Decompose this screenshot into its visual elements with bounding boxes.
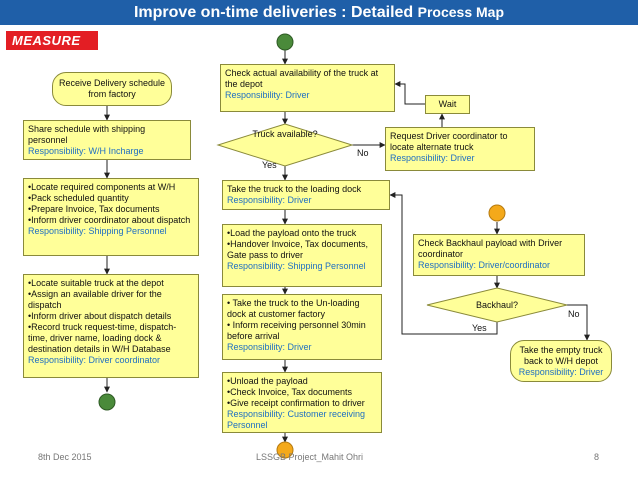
end-circle-left bbox=[98, 393, 116, 411]
share-schedule-text: Share schedule with shipping personnel bbox=[28, 124, 146, 145]
backhaul-label: Backhaul? bbox=[475, 300, 519, 310]
unloading-dock-item: • Inform receiving personnel 30min befor… bbox=[227, 320, 366, 341]
title-tail: Process Map bbox=[417, 4, 505, 20]
load-item: •Load the payload onto the truck bbox=[227, 228, 357, 238]
check-truck-text: Check actual availability of the truck a… bbox=[225, 68, 379, 89]
unload-payload-step: •Unload the payload •Check Invoice, Tax … bbox=[222, 372, 382, 433]
locate-item: •Inform driver coordinator about dispatc… bbox=[28, 215, 191, 225]
take-truck-dock-step: Take the truck to the loading dock Respo… bbox=[222, 180, 390, 210]
unloading-dock-step: • Take the truck to the Un-loading dock … bbox=[222, 294, 382, 360]
truck-no-label: No bbox=[357, 148, 369, 158]
load-resp: Responsibility: Shipping Personnel bbox=[227, 261, 366, 271]
truck-item: •Record truck request-time, dispatch-tim… bbox=[28, 322, 177, 354]
check-truck-resp: Responsibility: Driver bbox=[225, 90, 310, 100]
truck-resp: Responsibility: Driver coordinator bbox=[28, 355, 161, 365]
end-circle-middle bbox=[276, 441, 294, 459]
page-title: Improve on-time deliveries : Detailed Pr… bbox=[0, 0, 638, 25]
truck-available-diamond bbox=[216, 123, 354, 167]
unload-item: •Check Invoice, Tax documents bbox=[227, 387, 353, 397]
take-dock-text: Take the truck to the loading dock bbox=[227, 184, 362, 194]
share-schedule-step: Share schedule with shipping personnel R… bbox=[23, 120, 191, 160]
phase-badge: MEASURE bbox=[6, 31, 98, 50]
backhaul-diamond bbox=[426, 287, 568, 323]
title-main: Improve on-time deliveries : Detailed bbox=[133, 4, 414, 21]
backhaul-no-label: No bbox=[568, 309, 580, 319]
truck-item: •Locate suitable truck at the depot bbox=[28, 278, 164, 288]
receive-schedule-step: Receive Delivery schedule from factory bbox=[52, 72, 172, 106]
empty-truck-text: Take the empty truck back to W/H depot bbox=[519, 344, 603, 366]
truck-item: •Assign an available driver for the disp… bbox=[28, 289, 162, 310]
unload-item: •Give receipt confirmation to driver bbox=[227, 398, 365, 408]
wait-step: Wait bbox=[425, 95, 470, 114]
unload-item: •Unload the payload bbox=[227, 376, 308, 386]
arrow-wait-check bbox=[394, 81, 425, 105]
request-alternate-step: Request Driver coordinator to locate alt… bbox=[385, 127, 535, 171]
backhaul-check-resp: Responsibility: Driver/coordinator bbox=[418, 260, 551, 270]
wait-text: Wait bbox=[438, 99, 457, 109]
start-circle-middle bbox=[276, 33, 294, 51]
locate-item: •Prepare Invoice, Tax documents bbox=[28, 204, 160, 214]
locate-item: •Pack scheduled quantity bbox=[28, 193, 129, 203]
share-schedule-resp: Responsibility: W/H Incharge bbox=[28, 146, 144, 156]
truck-item: •Inform driver about dispatch details bbox=[28, 311, 172, 321]
load-item: •Handover Invoice, Tax documents, Gate p… bbox=[227, 239, 369, 260]
backhaul-check-step: Check Backhaul payload with Driver coord… bbox=[413, 234, 585, 276]
backhaul-check-text: Check Backhaul payload with Driver coord… bbox=[418, 238, 563, 259]
start-circle-right bbox=[488, 204, 506, 222]
backhaul-yes-label: Yes bbox=[472, 323, 487, 333]
locate-truck-step: •Locate suitable truck at the depot •Ass… bbox=[23, 274, 199, 378]
take-dock-resp: Responsibility: Driver bbox=[227, 195, 312, 205]
unloading-dock-item: • Take the truck to the Un-loading dock … bbox=[227, 298, 360, 319]
load-payload-step: •Load the payload onto the truck •Handov… bbox=[222, 224, 382, 287]
truck-yes-label: Yes bbox=[262, 160, 277, 170]
arrow-backhaul-no bbox=[567, 304, 590, 341]
locate-item: •Locate required components at W/H bbox=[28, 182, 176, 192]
arrow-backhaul-yes bbox=[389, 192, 498, 335]
footer-page-number: 8 bbox=[594, 452, 600, 462]
locate-resp: Responsibility: Shipping Personnel bbox=[28, 226, 167, 236]
empty-truck-step: Take the empty truck back to W/H depot R… bbox=[510, 340, 612, 382]
unloading-dock-resp: Responsibility: Driver bbox=[227, 342, 312, 352]
request-text: Request Driver coordinator to locate alt… bbox=[390, 131, 508, 152]
footer-project: LSSGB Project_Mahit Ohri bbox=[256, 452, 364, 462]
request-resp: Responsibility: Driver bbox=[390, 153, 475, 163]
locate-components-step: •Locate required components at W/H •Pack… bbox=[23, 178, 199, 256]
empty-truck-resp: Responsibility: Driver bbox=[518, 366, 604, 377]
truck-available-label: Truck available? bbox=[252, 129, 318, 139]
check-truck-step: Check actual availability of the truck a… bbox=[220, 64, 395, 112]
unload-resp: Responsibility: Customer receiving Perso… bbox=[227, 409, 366, 430]
receive-schedule-text: Receive Delivery schedule from factory bbox=[58, 78, 166, 99]
footer-date: 8th Dec 2015 bbox=[38, 452, 92, 462]
